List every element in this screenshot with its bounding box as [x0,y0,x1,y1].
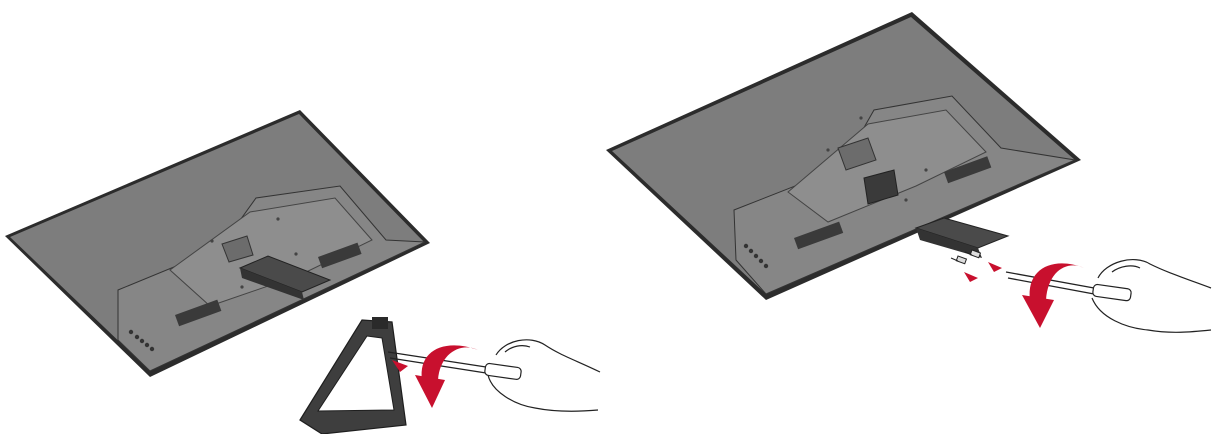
stand-base-icon [300,317,406,434]
rotate-arrow-icon [1022,263,1084,328]
step-panel-remove-neck [606,0,1213,434]
step-panel-remove-base [0,0,606,434]
stand-neck-icon [916,218,1008,258]
step-panel-remove-base-drawing [0,0,606,434]
screwdriver-icon [388,352,522,380]
screw-icon [951,250,980,264]
step-panel-remove-neck-drawing [606,0,1213,434]
monitor-rear-icon [606,12,1081,300]
screw-arrows [964,262,1002,282]
